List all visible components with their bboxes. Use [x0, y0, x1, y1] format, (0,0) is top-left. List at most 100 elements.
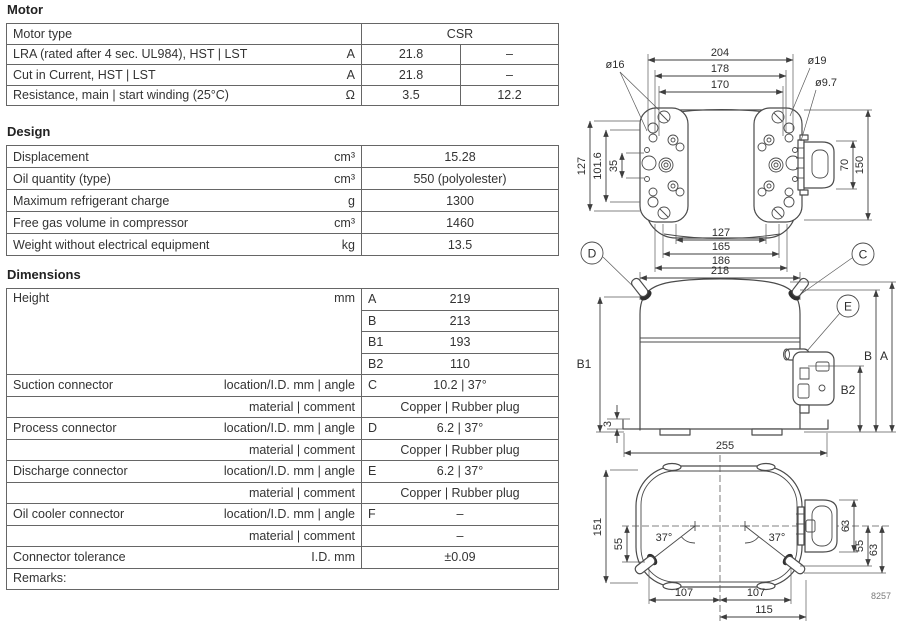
dim-value: 193 — [449, 335, 471, 350]
row-value-2: 12.2 — [460, 84, 559, 106]
row-label-cell: LRA (rated after 4 sec. UL984), HST | LS… — [6, 43, 362, 65]
table-row: Discharge connector location/I.D. mm | an… — [6, 460, 559, 483]
callout-d-label: D — [588, 247, 597, 261]
dim-127-bottom-label: 127 — [712, 227, 730, 239]
dim-218-label: 218 — [711, 265, 729, 277]
row-label: Cut in Current, HST | LST — [13, 67, 156, 82]
row-label-cell: Process connector location/I.D. mm | angl… — [6, 417, 362, 440]
dim-b2-label: B2 — [841, 383, 856, 397]
row-label-cell: Motor type — [6, 23, 362, 45]
connector-value-cell: Copper | Rubber plug — [361, 481, 559, 504]
table-row: material | comment Copper | Rubber plug — [6, 395, 559, 418]
connector-value-cell: Copper | Rubber plug — [361, 438, 559, 461]
row-label: Oil cooler connector — [13, 507, 125, 522]
row-label: Discharge connector — [13, 464, 128, 479]
dim-63-bottom-label: 63 — [868, 544, 880, 556]
row-value: 550 (polyolester) — [361, 167, 559, 190]
table-row: Oil quantity (type) cm³ 550 (polyolester) — [6, 167, 559, 190]
dim-115-label: 115 — [755, 604, 773, 616]
dim-107-right-label: 107 — [747, 587, 765, 599]
dim-3-label: 3 — [602, 421, 614, 427]
row-label: Resistance, main | start winding (25°C) — [13, 88, 229, 103]
row-sublabel: location/I.D. mm | angle — [223, 421, 355, 436]
row-unit: A — [346, 67, 355, 82]
dim-value: 6.2 | 37° — [436, 464, 484, 479]
row-value-2: – — [460, 43, 559, 65]
row-label-cell: material | comment — [6, 438, 362, 461]
dim-dia19-label: ø19 — [808, 55, 827, 67]
dim-value: ±0.09 — [444, 550, 476, 565]
row-label: Oil quantity (type) — [13, 171, 111, 186]
remarks-cell: Remarks: — [6, 567, 559, 590]
dim-value: 110 — [450, 356, 470, 371]
row-sublabel: material | comment — [248, 528, 355, 543]
row-label: Free gas volume in compressor — [13, 215, 189, 230]
remarks-label: Remarks: — [13, 570, 67, 585]
dim-150-label: 150 — [854, 156, 866, 174]
dim-204-label: 204 — [711, 47, 729, 59]
row-value: 1460 — [361, 211, 559, 234]
row-value-1: 3.5 — [361, 84, 461, 106]
row-label-cell: Oil quantity (type) cm³ — [6, 167, 362, 190]
dim-55-right-label: 55 — [854, 540, 866, 552]
dim-165-label: 165 — [712, 241, 730, 253]
dim-255-label: 255 — [716, 440, 734, 452]
dim-value: 6.2 | 37° — [436, 421, 484, 436]
dim-value: Copper | Rubber plug — [400, 399, 520, 414]
row-label: Suction connector — [13, 378, 114, 393]
dim-1016-label: 101.6 — [592, 152, 604, 180]
dim-35-label: 35 — [608, 160, 620, 172]
dim-letter: A — [368, 292, 377, 307]
technical-drawing: 204 178 170 ø16 ø19 ø9.7 127 101.6 35 70… — [576, 47, 896, 621]
dim-b1-label: B1 — [577, 357, 592, 371]
dim-value: 213 — [449, 313, 471, 328]
row-label: Process connector — [13, 421, 117, 436]
row-unit: cm³ — [334, 171, 355, 186]
motor-section-title: Motor — [7, 2, 44, 17]
table-row: material | comment – — [6, 524, 559, 547]
row-unit: Ω — [345, 88, 355, 103]
row-unit: cm³ — [334, 149, 355, 164]
dim-letter: B2 — [368, 356, 384, 371]
motor-section: Motor Motor type CSR LRA (rated after 4 … — [6, 2, 559, 106]
row-value: 1300 — [361, 189, 559, 212]
row-unit: g — [348, 193, 355, 208]
dim-angle-left-label: 37° — [656, 532, 673, 544]
motor-table: Motor type CSR LRA (rated after 4 sec. U… — [6, 23, 559, 106]
dim-angle-right-label: 37° — [769, 532, 786, 544]
row-label-cell: material | comment — [6, 481, 362, 504]
dim-letter: E — [368, 464, 377, 479]
row-sublabel: location/I.D. mm | angle — [223, 464, 355, 479]
table-row: Motor type CSR — [6, 23, 559, 45]
connector-value-cell: E 6.2 | 37° — [361, 460, 559, 483]
bottom-stub-right — [782, 553, 806, 575]
dim-151-label: 151 — [592, 518, 604, 536]
dim-178-label: 178 — [711, 63, 729, 75]
connector-value-cell: Copper | Rubber plug — [361, 395, 559, 418]
side-view-drawing: D C E 218 — [577, 241, 896, 457]
row-sublabel: material | comment — [248, 442, 355, 457]
row-label-cell: material | comment — [6, 395, 362, 418]
process-connector-stub — [631, 277, 652, 301]
connector-value-cell: – — [361, 524, 559, 547]
row-sublabel: I.D. mm — [311, 550, 355, 565]
figure-number: 8257 — [871, 591, 891, 601]
row-label-cell: Discharge connector location/I.D. mm | an… — [6, 460, 362, 483]
